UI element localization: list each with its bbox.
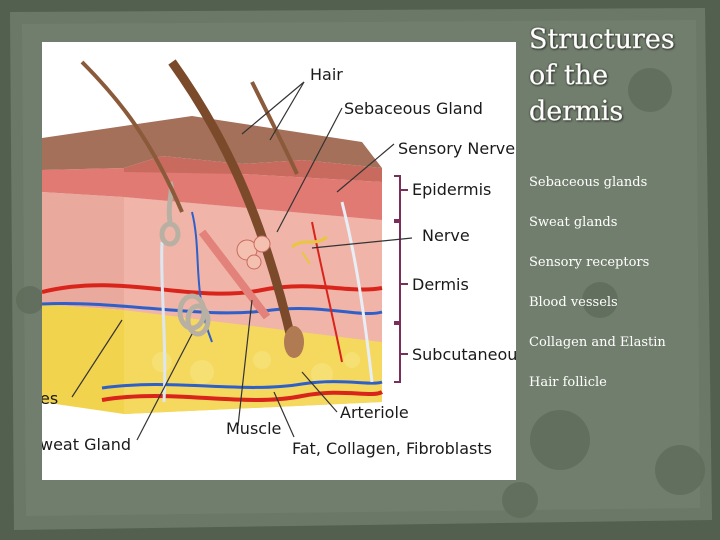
label-sebaceous-gland: Sebaceous Gland <box>344 99 483 118</box>
bullet-item: Hair follicle <box>529 375 607 390</box>
bullet-item: Blood vessels <box>529 295 618 310</box>
label-sweat-gland: weat Gland <box>42 435 131 454</box>
skin-diagram: Hair Sebaceous Gland Sensory Nerve Epide… <box>42 42 516 480</box>
bullet-item: Sebaceous glands <box>529 175 648 190</box>
label-hair: Hair <box>310 65 343 84</box>
hair-shaft-main <box>168 59 297 344</box>
hair-follicle-bulb <box>284 326 304 358</box>
skin-cross-section: Hair Sebaceous Gland Sensory Nerve Epide… <box>42 59 516 458</box>
bullet-item: Collagen and Elastin <box>529 335 666 350</box>
bullet-list: Sebaceous glands Sweat glands Sensory re… <box>529 172 666 412</box>
label-sensory-nerve: Sensory Nerve <box>398 139 515 158</box>
label-dermis: Dermis <box>412 275 469 294</box>
title-line-3: dermis <box>529 96 624 127</box>
sensory-nerve-fiber <box>340 201 374 383</box>
layer-brackets <box>394 175 408 383</box>
bullet-item: Sensory receptors <box>529 255 650 270</box>
label-partial-left: es <box>42 389 58 408</box>
vein-vessel <box>42 302 383 316</box>
epidermis-layer <box>42 168 382 220</box>
label-fat-collagen-fibroblasts: Fat, Collagen, Fibroblasts <box>292 439 492 458</box>
label-epidermis: Epidermis <box>412 180 491 199</box>
label-arteriole: Arteriole <box>340 403 409 422</box>
skin-surface <box>42 116 382 170</box>
slide-title: Structures of the dermis <box>529 22 714 130</box>
arrector-muscle <box>198 229 271 320</box>
title-line-2: of the <box>529 60 609 91</box>
sebaceous-gland-shape <box>236 235 271 270</box>
label-nerve: Nerve <box>422 226 470 245</box>
title-line-1: Structures <box>529 24 675 55</box>
bullet-item: Sweat glands <box>529 215 618 230</box>
hair-shaft <box>80 60 184 213</box>
label-muscle: Muscle <box>226 419 281 438</box>
label-subcutaneous: Subcutaneous <box>412 345 516 364</box>
